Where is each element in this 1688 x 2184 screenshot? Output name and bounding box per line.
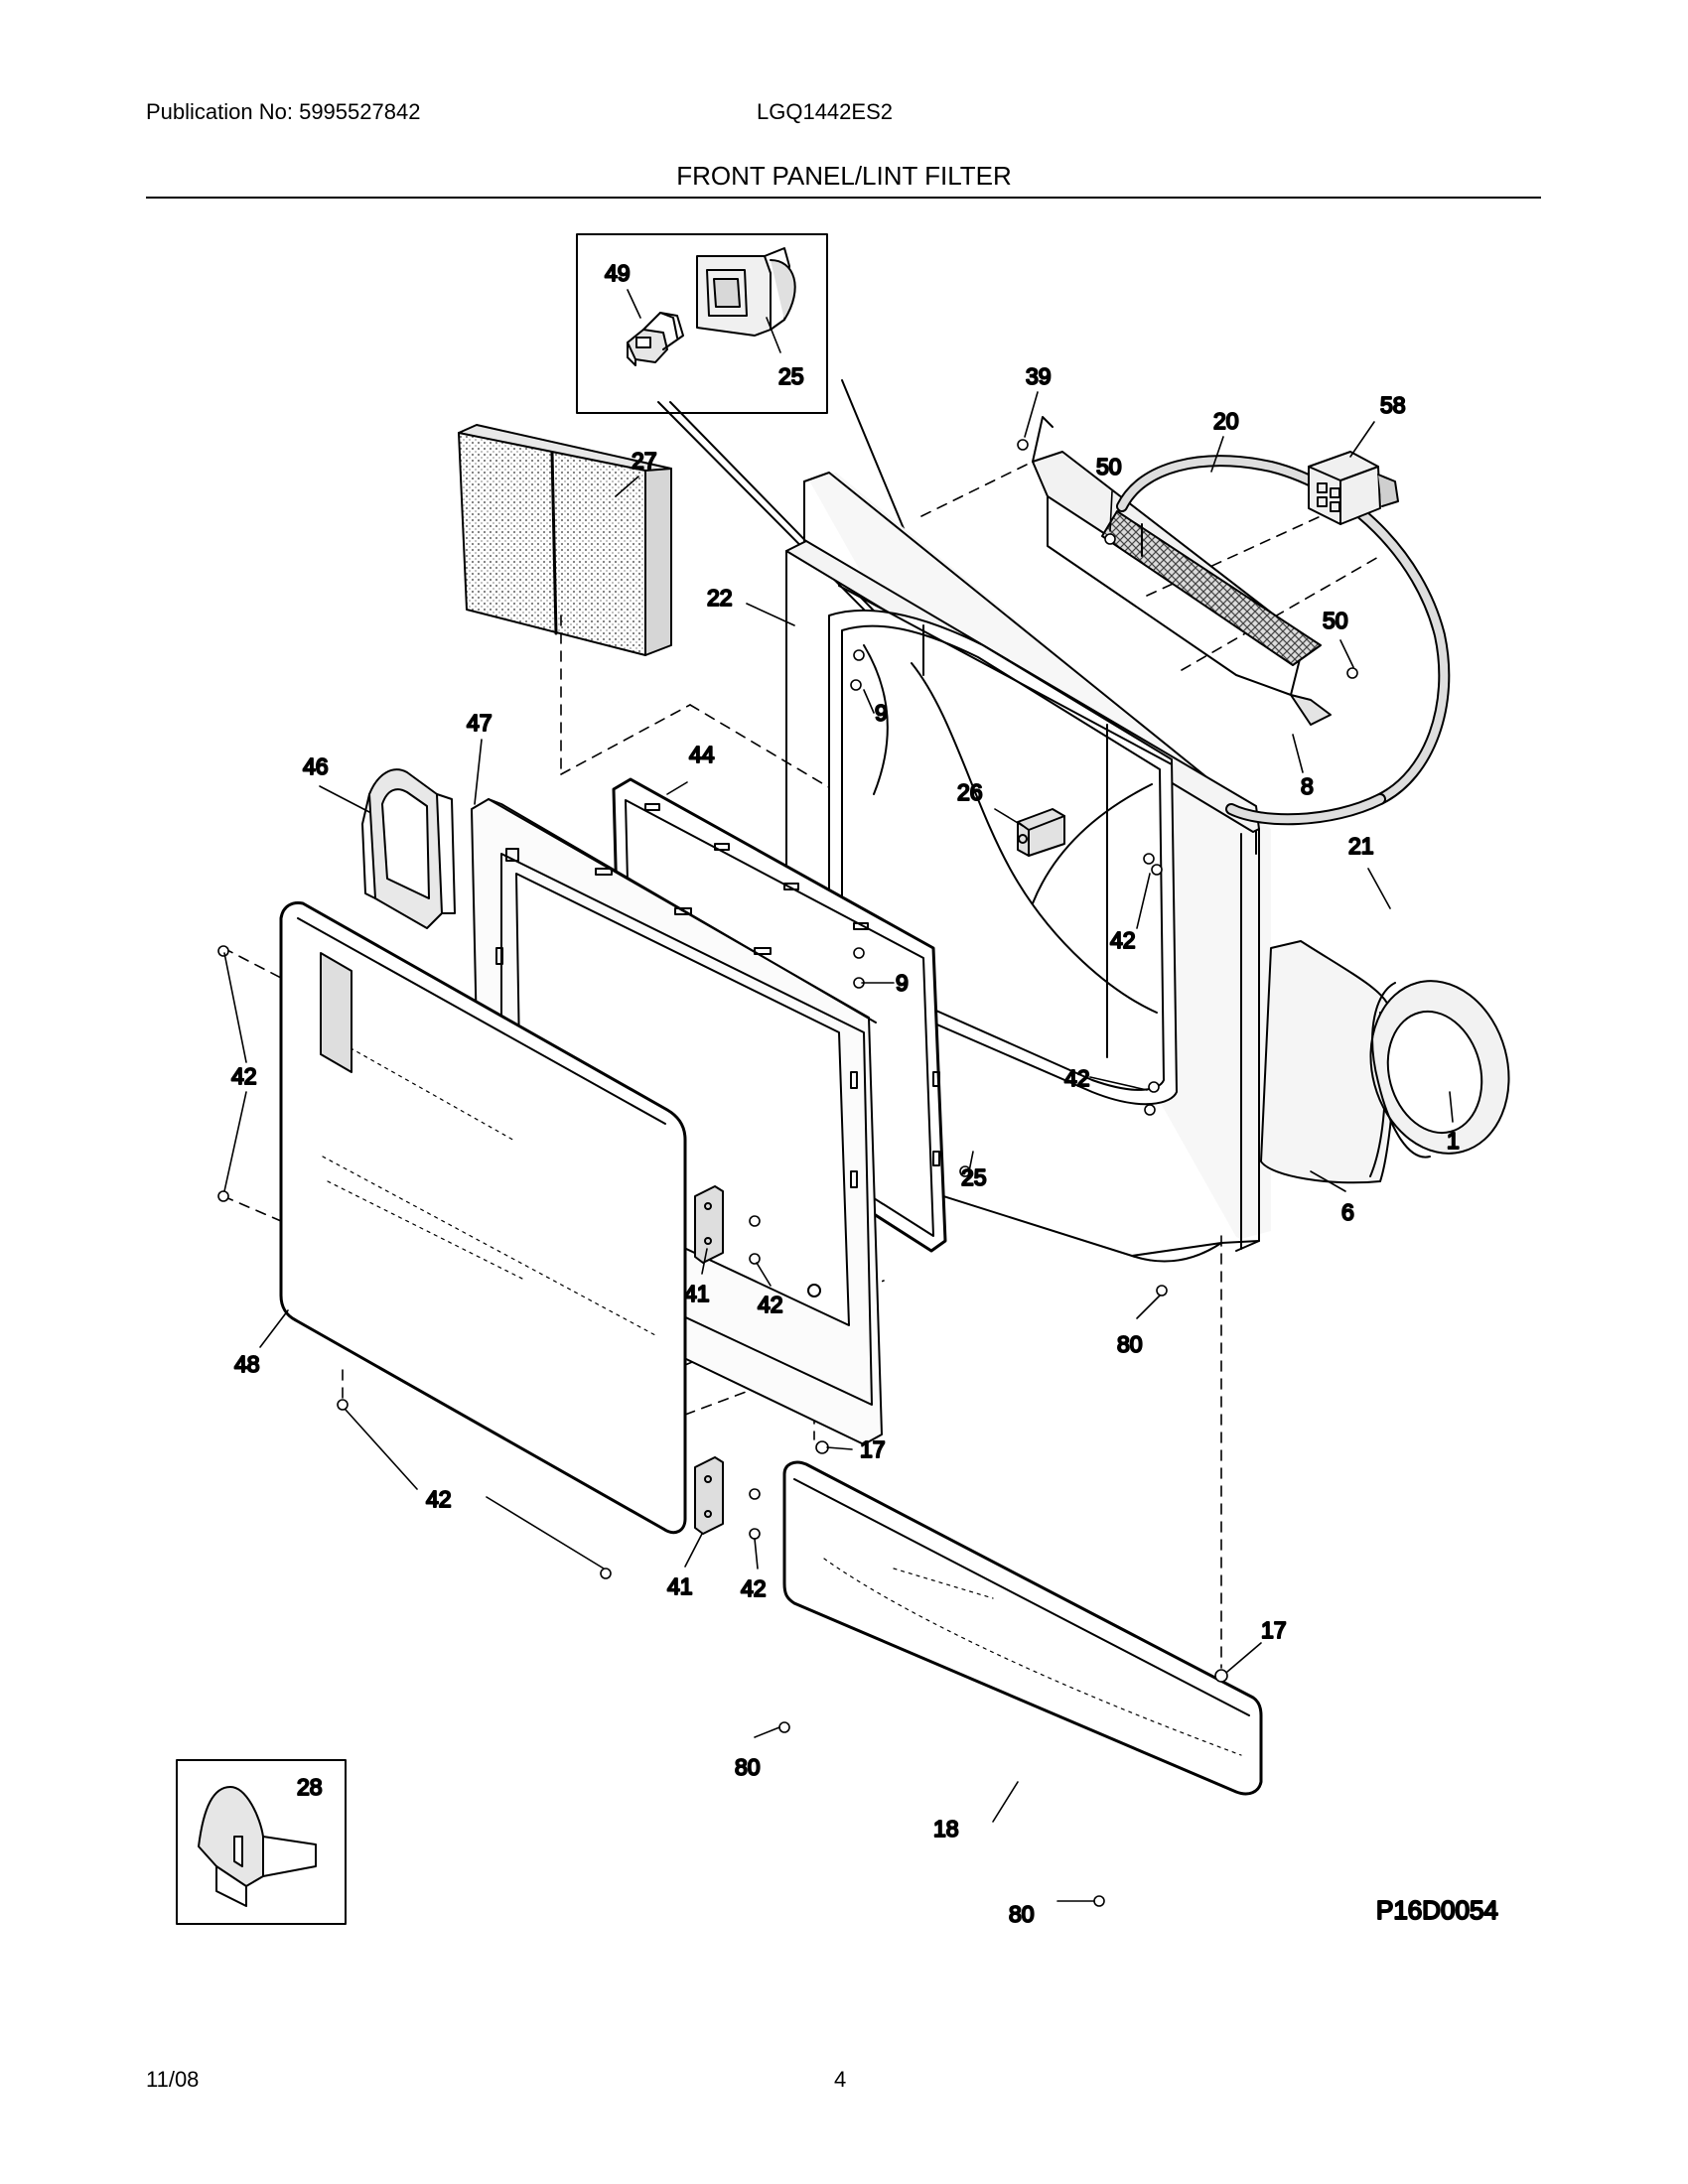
callout-42: 42 bbox=[231, 1063, 257, 1089]
model-number: LGQ1442ES2 bbox=[757, 99, 893, 124]
publication-number: Publication No: 5995527842 bbox=[146, 99, 421, 124]
callout-42: 42 bbox=[426, 1486, 452, 1512]
callout-21: 21 bbox=[1348, 833, 1374, 859]
callout-28: 28 bbox=[297, 1774, 323, 1800]
callout-17: 17 bbox=[860, 1436, 886, 1462]
callout-42: 42 bbox=[1064, 1065, 1090, 1091]
callout-50: 50 bbox=[1323, 608, 1348, 633]
callout-20: 20 bbox=[1213, 408, 1239, 434]
callout-80: 80 bbox=[1009, 1901, 1035, 1927]
callout-42: 42 bbox=[758, 1292, 783, 1317]
part-27-lint-filter bbox=[458, 424, 672, 656]
callout-9: 9 bbox=[875, 700, 888, 726]
callout-39: 39 bbox=[1026, 363, 1052, 389]
part-26-door-switch bbox=[1017, 808, 1065, 857]
callout-8: 8 bbox=[1301, 773, 1314, 799]
part-46-door-handle-bracket bbox=[361, 768, 456, 929]
part-48-outer-door bbox=[279, 901, 687, 1535]
footer-date: 11/08 bbox=[146, 2067, 200, 2092]
callout-47: 47 bbox=[467, 710, 492, 736]
header-rule bbox=[146, 197, 1541, 199]
callout-leaders bbox=[223, 289, 1454, 1902]
page-number: 4 bbox=[834, 2067, 847, 2092]
callout-18: 18 bbox=[933, 1816, 959, 1842]
callout-9: 9 bbox=[896, 970, 909, 996]
callout-41: 41 bbox=[667, 1573, 693, 1599]
callout-22: 22 bbox=[707, 585, 733, 611]
callout-46: 46 bbox=[303, 753, 329, 779]
part-41-hinge-lower bbox=[694, 1456, 724, 1535]
part-8-lint-housing bbox=[1032, 416, 1332, 726]
part-18-toe-kick-panel bbox=[782, 1460, 1263, 1796]
part-49-latch bbox=[627, 312, 684, 366]
inset-box-49-25 bbox=[576, 233, 828, 414]
callout-42: 42 bbox=[1110, 927, 1136, 953]
callout-17: 17 bbox=[1261, 1617, 1287, 1643]
part-58-connector bbox=[1308, 451, 1399, 525]
diagram-code: P16D0054 bbox=[1376, 1895, 1498, 1925]
callout-80: 80 bbox=[1117, 1331, 1143, 1357]
callout-1: 1 bbox=[1447, 1128, 1460, 1154]
callout-80: 80 bbox=[735, 1754, 761, 1780]
callout-41: 41 bbox=[684, 1281, 710, 1306]
callout-6: 6 bbox=[1341, 1199, 1354, 1225]
callout-49: 49 bbox=[605, 260, 631, 286]
section-title: FRONT PANEL/LINT FILTER bbox=[676, 161, 1012, 191]
callout-27: 27 bbox=[632, 448, 657, 474]
callout-42: 42 bbox=[741, 1575, 767, 1601]
callout-25: 25 bbox=[778, 363, 804, 389]
part-41-hinge-upper bbox=[694, 1185, 724, 1264]
part-25-door-strike bbox=[696, 247, 796, 337]
callout-44: 44 bbox=[689, 742, 715, 767]
callout-25: 25 bbox=[961, 1164, 987, 1190]
callout-26: 26 bbox=[957, 779, 983, 805]
part-1-duct-ring bbox=[1369, 980, 1510, 1159]
part-20-21-seal-ring bbox=[1116, 455, 1451, 826]
callout-50: 50 bbox=[1096, 454, 1122, 479]
inset-box-28 bbox=[176, 1759, 347, 1925]
callout-58: 58 bbox=[1380, 392, 1406, 418]
screw-fasteners bbox=[217, 439, 1358, 1907]
callout-48: 48 bbox=[234, 1351, 260, 1377]
